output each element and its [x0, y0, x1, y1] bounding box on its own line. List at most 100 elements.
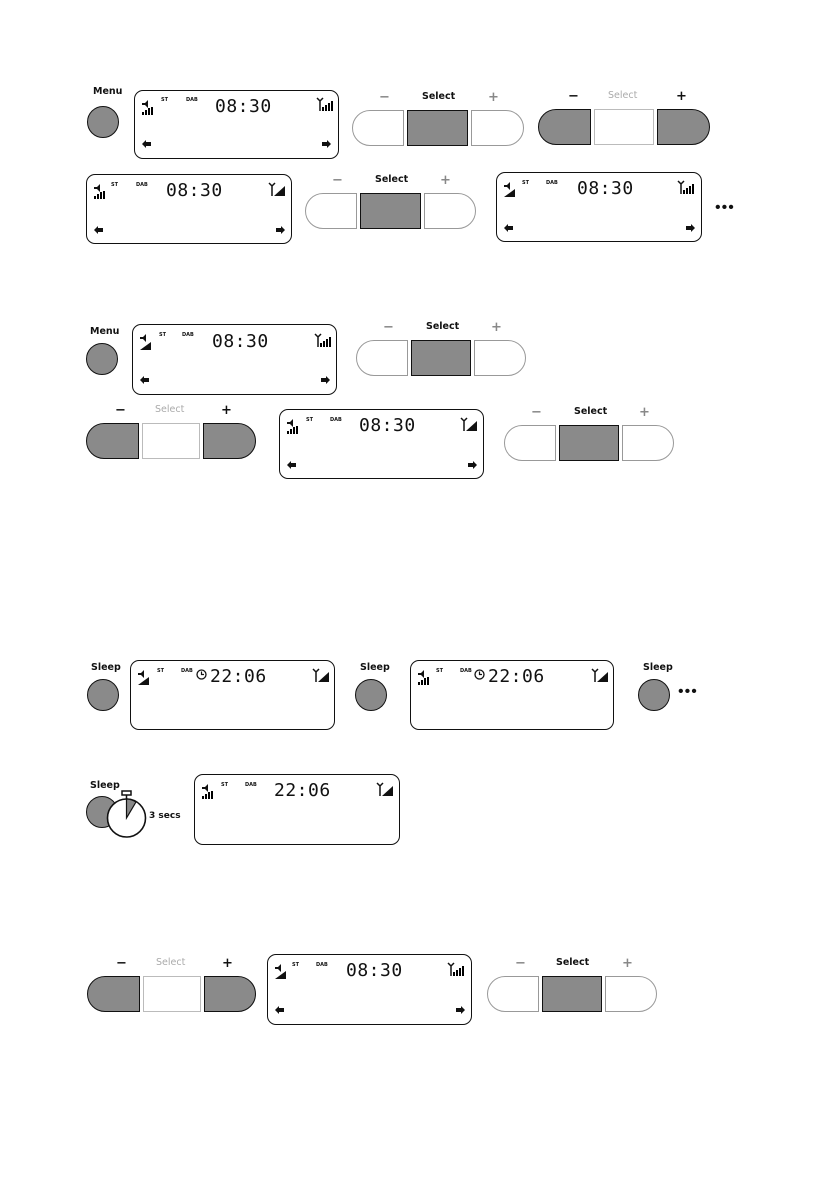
- menu-button[interactable]: [87, 106, 119, 138]
- st-indicator: ST: [111, 182, 118, 188]
- left-arrow-icon: [275, 1005, 285, 1015]
- signal-icon: [316, 97, 334, 113]
- minus-label: −: [115, 403, 126, 418]
- vol-bars-icon: [138, 677, 150, 685]
- clock-icon: [474, 669, 485, 680]
- vol-bars-icon: [140, 342, 152, 350]
- signal-icon: [314, 333, 332, 349]
- left-arrow-icon: [287, 460, 297, 470]
- st-indicator: ST: [159, 332, 166, 338]
- select-button[interactable]: [142, 423, 200, 459]
- vol-bars-icon: [142, 107, 154, 115]
- dab-indicator: DAB: [460, 668, 472, 674]
- select-button[interactable]: [542, 976, 602, 1012]
- plus-label: +: [440, 173, 451, 188]
- select-button[interactable]: [407, 110, 468, 146]
- right-arrow-icon: [322, 139, 332, 149]
- plus-button[interactable]: [622, 425, 674, 461]
- select-button[interactable]: [360, 193, 421, 229]
- stopwatch-icon: [104, 790, 148, 840]
- minus-button[interactable]: [352, 110, 404, 146]
- signal-icon: [312, 668, 330, 684]
- minus-button[interactable]: [87, 976, 140, 1012]
- plus-button[interactable]: [424, 193, 476, 229]
- right-arrow-icon: [276, 225, 286, 235]
- signal-icon: [591, 668, 609, 684]
- dab-indicator: DAB: [182, 332, 194, 338]
- select-button[interactable]: [559, 425, 619, 461]
- dab-indicator: DAB: [181, 668, 193, 674]
- select-pad: − Select +: [305, 174, 476, 244]
- plus-label: +: [622, 956, 633, 971]
- sleep-label: Sleep: [91, 662, 121, 673]
- lcd-display: ST DAB 08:30: [496, 172, 702, 242]
- clock-icon: [196, 669, 207, 680]
- sleep-button[interactable]: [638, 679, 670, 711]
- lcd-display: ST DAB 08:30: [134, 90, 339, 159]
- left-arrow-icon: [504, 223, 514, 233]
- plus-button[interactable]: [203, 423, 256, 459]
- signal-icon: [376, 782, 394, 798]
- minus-button[interactable]: [305, 193, 357, 229]
- left-arrow-icon: [140, 375, 150, 385]
- minus-button[interactable]: [86, 423, 139, 459]
- select-pad: − Select +: [352, 91, 524, 161]
- minus-label: −: [379, 90, 390, 105]
- vol-bars-icon: [287, 426, 299, 434]
- adjust-pad: − Select +: [538, 90, 710, 160]
- sleep-label: Sleep: [643, 662, 673, 673]
- select-label: Select: [608, 90, 637, 101]
- select-label: Select: [426, 321, 459, 332]
- continue-dots-icon: •••: [678, 683, 698, 701]
- right-arrow-icon: [456, 1005, 466, 1015]
- minus-button[interactable]: [487, 976, 539, 1012]
- st-indicator: ST: [157, 668, 164, 674]
- adjust-pad: − Select +: [87, 957, 256, 1027]
- lcd-time: 08:30: [359, 415, 416, 436]
- lcd-time: 08:30: [215, 96, 272, 117]
- signal-icon: [460, 417, 478, 433]
- select-button[interactable]: [411, 340, 471, 376]
- menu-button[interactable]: [86, 343, 118, 375]
- timer-label: 3 secs: [149, 811, 181, 821]
- plus-button[interactable]: [657, 109, 710, 145]
- lcd-display: ST DAB 22:06: [194, 774, 400, 845]
- right-arrow-icon: [686, 223, 696, 233]
- lcd-display: ST DAB 08:30: [279, 409, 484, 479]
- dab-indicator: DAB: [186, 97, 198, 103]
- sleep-button[interactable]: [355, 679, 387, 711]
- select-button[interactable]: [143, 976, 201, 1012]
- plus-label: +: [491, 320, 502, 335]
- plus-label: +: [221, 403, 232, 418]
- plus-button[interactable]: [204, 976, 256, 1012]
- minus-label: −: [568, 89, 579, 104]
- st-indicator: ST: [292, 962, 299, 968]
- select-label: Select: [574, 406, 607, 417]
- left-arrow-icon: [94, 225, 104, 235]
- lcd-time: 22:06: [210, 666, 267, 687]
- plus-button[interactable]: [471, 110, 524, 146]
- continue-dots-icon: •••: [715, 199, 735, 217]
- select-pad: − Select +: [487, 957, 657, 1027]
- select-button[interactable]: [594, 109, 654, 145]
- minus-button[interactable]: [538, 109, 591, 145]
- plus-button[interactable]: [605, 976, 657, 1012]
- signal-icon: [677, 180, 695, 196]
- sleep-label: Sleep: [360, 662, 390, 673]
- signal-icon: [447, 962, 465, 978]
- plus-button[interactable]: [474, 340, 526, 376]
- menu-label: Menu: [90, 326, 119, 337]
- minus-button[interactable]: [504, 425, 556, 461]
- lcd-time: 08:30: [346, 960, 403, 981]
- st-indicator: ST: [161, 97, 168, 103]
- lcd-time: 22:06: [274, 780, 331, 801]
- minus-button[interactable]: [356, 340, 408, 376]
- adjust-pad: − Select +: [86, 404, 256, 474]
- plus-label: +: [222, 956, 233, 971]
- sleep-button[interactable]: [87, 679, 119, 711]
- plus-label: +: [639, 405, 650, 420]
- right-arrow-icon: [468, 460, 478, 470]
- menu-label: Menu: [93, 86, 122, 97]
- select-pad: − Select +: [356, 321, 526, 391]
- vol-bars-icon: [504, 189, 516, 197]
